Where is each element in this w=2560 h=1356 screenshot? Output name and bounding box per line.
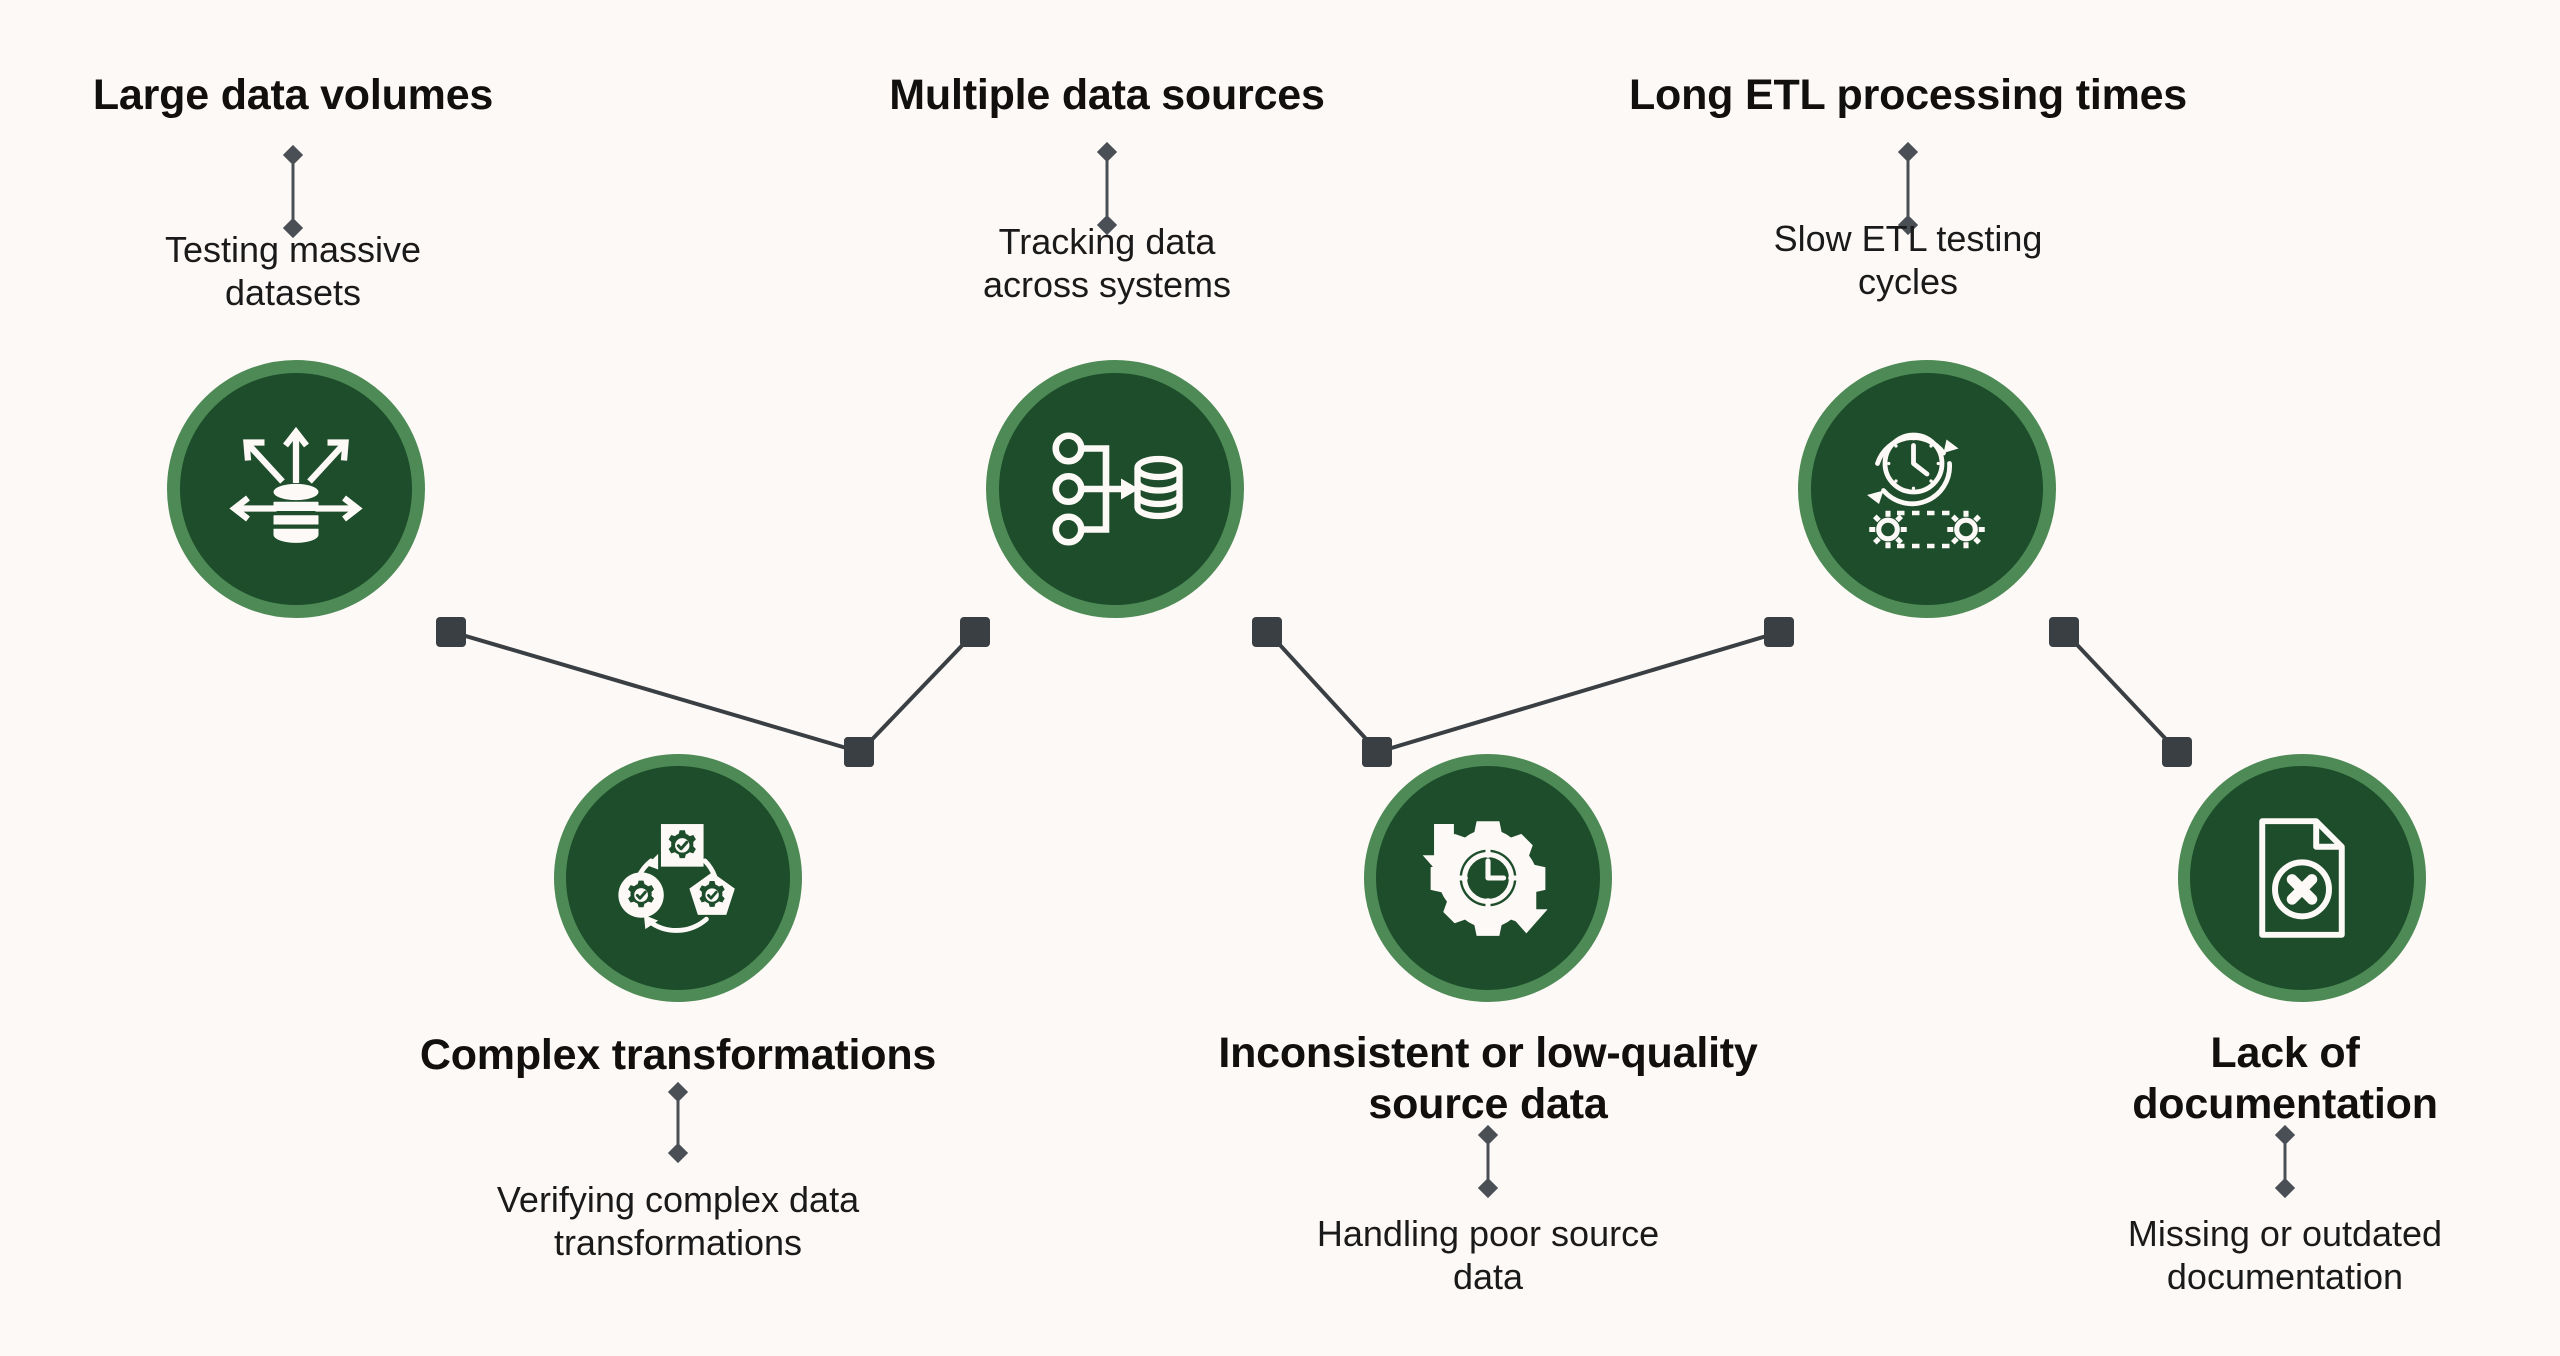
title-line: source data — [1368, 1079, 1608, 1128]
database-radiating-arrows-icon — [229, 426, 363, 543]
connector-line-3 — [1266, 630, 1380, 754]
connector-line-4 — [1377, 630, 1781, 754]
connector-endpoint — [436, 617, 466, 647]
connector-line-1 — [451, 630, 861, 754]
node-icon-inconsistent-or-low-quality-source-data[interactable] — [1364, 754, 1612, 1002]
node-subtitle-multiple-data-sources: Tracking data across systems — [847, 220, 1367, 306]
connector-line-2 — [858, 630, 977, 754]
sources-merge-to-database-icon — [1052, 432, 1183, 546]
subtitle-line: Tracking data — [998, 221, 1216, 262]
node-icon-lack-of-documentation[interactable] — [2178, 754, 2426, 1002]
node-subtitle-long-etl-processing-times: Slow ETL testing cycles — [1648, 217, 2168, 303]
node-title-inconsistent-or-low-quality-source-data: Inconsistent or low-quality source data — [1178, 1028, 1798, 1129]
subtitle-line: across systems — [982, 264, 1232, 306]
node-title-lack-of-documentation: Lack of documentation — [2025, 1028, 2545, 1129]
subtitle-line: Handling poor source — [1316, 1213, 1660, 1254]
title-line: Inconsistent or low-quality — [1218, 1029, 1758, 1077]
node-subtitle-large-data-volumes: Testing massive datasets — [33, 228, 553, 314]
connector-endpoint — [844, 737, 874, 767]
vlink-diamond-cap — [1897, 141, 1919, 163]
vlink-diamond-cap — [282, 144, 304, 166]
node-icon-long-etl-processing-times[interactable] — [1798, 360, 2056, 618]
document-error-x-icon — [2259, 818, 2345, 938]
connector-line-5 — [2063, 630, 2180, 754]
title-line: documentation — [2132, 1079, 2438, 1128]
node-title-large-data-volumes: Large data volumes — [92, 71, 494, 119]
connector-endpoint — [1252, 617, 1282, 647]
subtitle-line: datasets — [224, 272, 362, 314]
connector-endpoint — [1362, 737, 1392, 767]
node-title-complex-transformations: Complex transformations — [419, 1031, 937, 1079]
connector-endpoint — [844, 737, 874, 767]
node-icon-multiple-data-sources[interactable] — [986, 360, 1244, 618]
node-subtitle-inconsistent-or-low-quality-source-data: Handling poor source data — [1208, 1212, 1768, 1298]
subtitle-line: Verifying complex data — [496, 1179, 860, 1220]
node-subtitle-lack-of-documentation: Missing or outdated documentation — [2005, 1212, 2560, 1298]
vlink-diamond-cap — [667, 1142, 689, 1164]
subtitle-line: transformations — [553, 1222, 803, 1264]
connector-endpoint — [1362, 737, 1392, 767]
connector-endpoint — [960, 617, 990, 647]
vlink-diamond-cap — [667, 1081, 689, 1103]
connector-endpoint — [2162, 737, 2192, 767]
connector-endpoint — [2049, 617, 2079, 647]
vlink-diamond-cap — [2274, 1177, 2296, 1199]
clock-cycle-gears-icon — [1867, 432, 1985, 549]
shapes-gear-check-cycle-icon — [618, 824, 735, 933]
vlink-diamond-cap — [1477, 1177, 1499, 1199]
node-title-long-etl-processing-times: Long ETL processing times — [1628, 71, 2188, 119]
subtitle-line: cycles — [1857, 261, 1959, 303]
gear-clock-down-arrows-icon — [1422, 821, 1548, 936]
subtitle-line: documentation — [2166, 1256, 2404, 1298]
subtitle-line: data — [1452, 1256, 1524, 1298]
connector-endpoint — [1764, 617, 1794, 647]
vlink-diamond-cap — [1096, 141, 1118, 163]
node-subtitle-complex-transformations: Verifying complex data transformations — [398, 1178, 958, 1264]
node-icon-large-data-volumes[interactable] — [167, 360, 425, 618]
node-icon-complex-transformations[interactable] — [554, 754, 802, 1002]
title-line: Lack of — [2210, 1029, 2360, 1077]
subtitle-line: Testing massive — [164, 229, 422, 270]
subtitle-line: Missing or outdated — [2127, 1213, 2443, 1254]
node-title-multiple-data-sources: Multiple data sources — [889, 71, 1325, 119]
subtitle-line: Slow ETL testing — [1773, 218, 2043, 259]
